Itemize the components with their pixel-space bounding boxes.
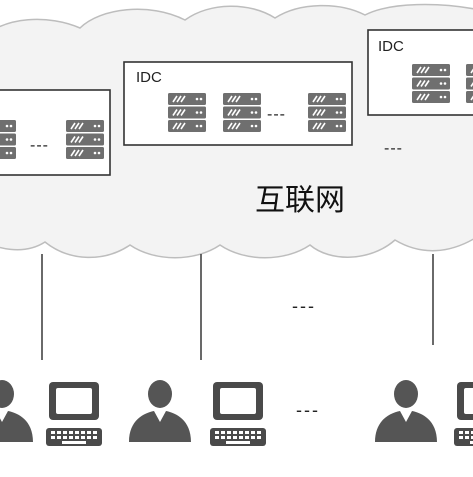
computer-icon: [454, 382, 473, 446]
person-icon: [375, 380, 437, 442]
server-icon: [411, 63, 451, 104]
ellipsis-connectors: ---: [292, 296, 316, 316]
server-icon: [167, 92, 207, 133]
ellipsis-middle-box: ---: [267, 106, 286, 123]
server-icon: [307, 92, 347, 133]
person-icon: [129, 380, 191, 442]
idc-box-middle: IDC ---: [123, 61, 353, 146]
ellipsis-left-box: ---: [30, 137, 49, 154]
idc-box-right: IDC: [367, 29, 473, 116]
idc-box-left: ---: [0, 89, 111, 176]
server-icon: [222, 92, 262, 133]
person-icon: [0, 380, 33, 442]
server-icon: [0, 119, 17, 160]
computer-icon: [46, 382, 102, 446]
idc-label-middle: IDC: [136, 69, 162, 86]
server-icon: [465, 63, 473, 104]
computer-icon: [210, 382, 266, 446]
ellipsis-users: ---: [296, 400, 320, 420]
server-icon: [65, 119, 105, 160]
idc-label-right: IDC: [378, 38, 404, 55]
internet-label: 互联网: [255, 183, 345, 218]
ellipsis-more-idc: ---: [384, 140, 403, 157]
